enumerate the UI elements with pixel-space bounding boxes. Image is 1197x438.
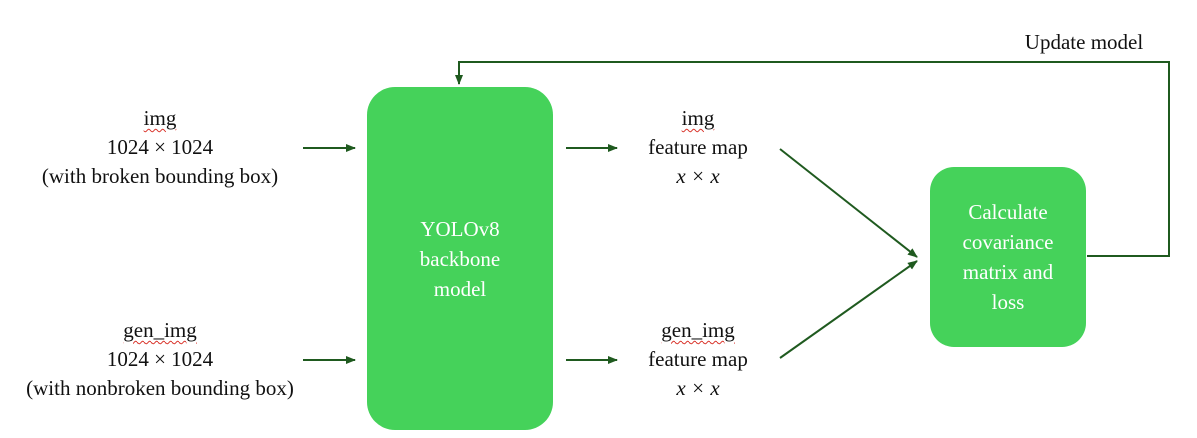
loss-line-2: covariance	[962, 230, 1054, 254]
genimg-feature-map-label: gen_img feature map x × x	[618, 316, 778, 403]
input-genimg-label: gen_img 1024 × 1024 (with nonbroken boun…	[0, 316, 320, 403]
loss-line-3: matrix and	[962, 260, 1054, 284]
input-img-size: 1024 × 1024	[106, 135, 214, 159]
img-feature-caption: feature map	[648, 135, 748, 159]
genimg-feature-name: gen_img	[661, 318, 735, 342]
backbone-line-1: YOLOv8	[420, 216, 500, 241]
yolov8-backbone-box: YOLOv8 backbone model	[367, 87, 553, 430]
loss-line-4: loss	[991, 290, 1025, 314]
input-genimg-note: (with nonbroken bounding box)	[26, 376, 294, 400]
arrow-genimg-feature-to-loss	[779, 260, 918, 359]
input-genimg-size: 1024 × 1024	[106, 347, 214, 371]
img-feature-dims: x × x	[676, 164, 720, 188]
genimg-feature-dims: x × x	[676, 376, 720, 400]
update-model-label: Update model	[1024, 30, 1144, 54]
img-feature-name: img	[681, 106, 715, 130]
input-img-name: img	[143, 106, 177, 130]
backbone-line-3: model	[433, 276, 487, 301]
img-feature-map-label: img feature map x × x	[618, 104, 778, 191]
arrow-img-feature-to-loss	[779, 148, 918, 258]
loss-line-1: Calculate	[968, 200, 1048, 224]
backbone-line-2: backbone	[419, 246, 501, 271]
genimg-feature-caption: feature map	[648, 347, 748, 371]
input-img-label: img 1024 × 1024 (with broken bounding bo…	[10, 104, 310, 191]
input-img-note: (with broken bounding box)	[41, 164, 279, 188]
arrow-update-model-feedback	[455, 61, 1170, 257]
covariance-loss-box: Calculate covariance matrix and loss	[930, 167, 1086, 347]
input-genimg-name: gen_img	[123, 318, 197, 342]
